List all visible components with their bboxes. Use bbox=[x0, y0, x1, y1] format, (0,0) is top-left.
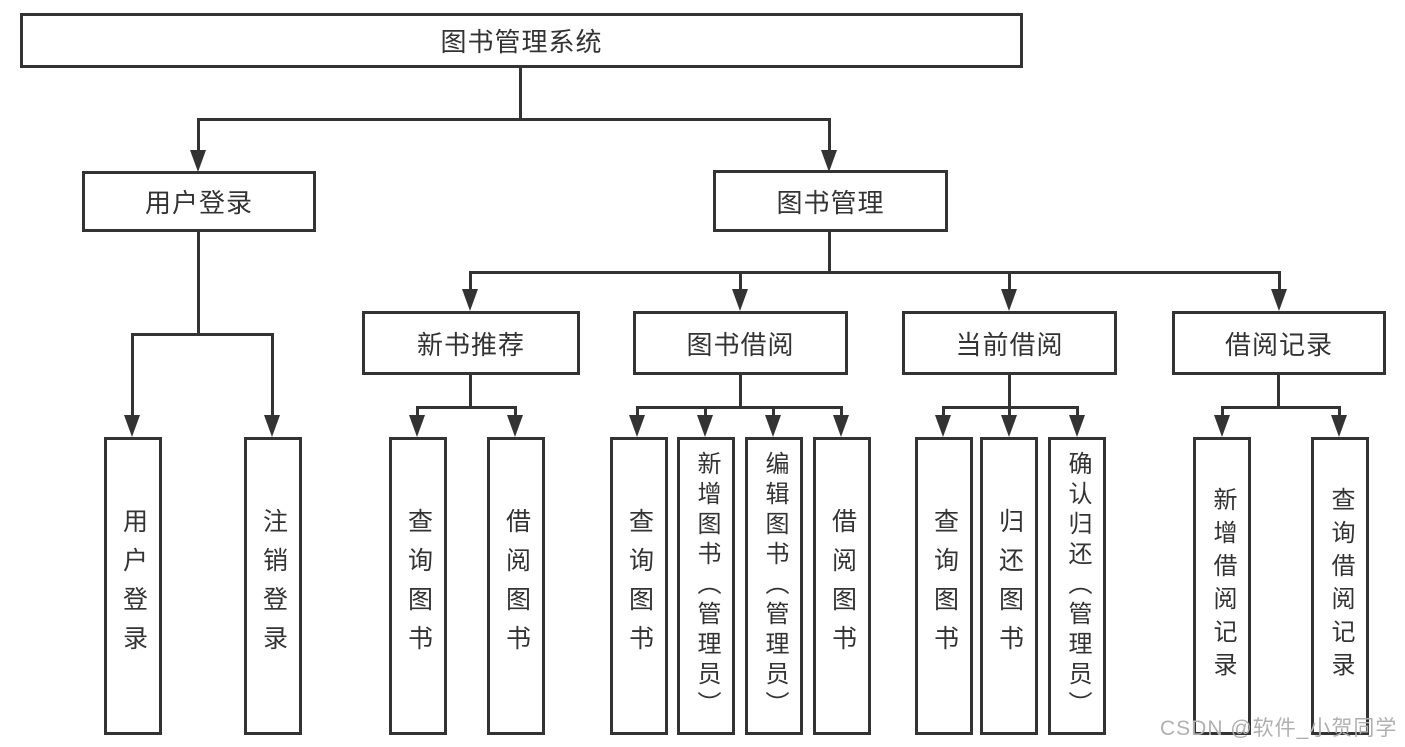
arrow-down-icon bbox=[697, 415, 713, 437]
connector-line bbox=[1076, 406, 1079, 418]
arrow-down-icon bbox=[765, 415, 781, 437]
leaf-query-books-borrow: 查询图书 bbox=[610, 437, 668, 735]
connector-line bbox=[1338, 406, 1341, 418]
node-root-system: 图书管理系统 bbox=[20, 13, 1023, 68]
connector-line bbox=[1008, 375, 1011, 408]
arrow-down-icon bbox=[1001, 289, 1017, 311]
node-label: 图书借阅 bbox=[686, 329, 795, 360]
connector-line bbox=[1008, 271, 1011, 293]
connector-line bbox=[469, 271, 472, 293]
connector-line bbox=[197, 232, 200, 335]
arrow-down-icon bbox=[1331, 415, 1347, 437]
node-current-borrow: 当前借阅 bbox=[902, 311, 1117, 375]
leaf-label: 查询图书 bbox=[930, 508, 959, 664]
node-book-borrow: 图书借阅 bbox=[633, 311, 848, 375]
leaf-label: 注销登录 bbox=[259, 508, 288, 664]
connector-line bbox=[416, 406, 419, 418]
leaf-add-borrow-record: 新增借阅记录 bbox=[1193, 437, 1251, 735]
connector-line bbox=[739, 271, 742, 293]
arrow-down-icon bbox=[732, 289, 748, 311]
leaf-query-books-current: 查询图书 bbox=[915, 437, 973, 735]
connector-line bbox=[519, 68, 522, 120]
connector-line bbox=[636, 406, 639, 418]
connector-line bbox=[1221, 406, 1224, 418]
connector-line bbox=[1221, 406, 1341, 409]
connector-line bbox=[197, 118, 831, 121]
connector-line bbox=[739, 375, 742, 408]
leaf-query-borrow-record: 查询借阅记录 bbox=[1311, 437, 1369, 735]
connector-line bbox=[131, 333, 134, 417]
leaf-label: 新增借阅记录 bbox=[1209, 487, 1236, 685]
connector-line bbox=[840, 406, 843, 418]
connector-line bbox=[1008, 406, 1011, 418]
arrow-down-icon bbox=[462, 289, 478, 311]
csdn-watermark: CSDN @软件_小贺同学 bbox=[1160, 717, 1398, 740]
connector-line bbox=[469, 271, 1281, 274]
connector-line bbox=[942, 406, 945, 418]
connector-line bbox=[828, 118, 831, 156]
arrow-down-icon bbox=[264, 415, 280, 437]
connector-line bbox=[1278, 271, 1281, 293]
leaf-add-books-admin: 新增图书（管理员） bbox=[677, 437, 735, 735]
leaf-user-login: 用户登录 bbox=[104, 437, 162, 735]
arrow-down-icon bbox=[124, 415, 140, 437]
arrow-down-icon bbox=[1069, 415, 1085, 437]
arrow-down-icon bbox=[1214, 415, 1230, 437]
connector-line bbox=[416, 406, 517, 409]
connector-line bbox=[469, 375, 472, 408]
arrow-down-icon bbox=[821, 150, 837, 172]
node-new-book-recommend: 新书推荐 bbox=[362, 311, 580, 375]
leaf-logout: 注销登录 bbox=[244, 437, 302, 735]
node-book-management: 图书管理 bbox=[713, 170, 948, 232]
connector-line bbox=[197, 118, 200, 156]
leaf-label: 归还图书 bbox=[995, 508, 1024, 664]
leaf-label: 查询借阅记录 bbox=[1327, 487, 1354, 685]
connector-line bbox=[772, 406, 775, 418]
connector-line bbox=[636, 406, 843, 409]
connector-line bbox=[704, 406, 707, 418]
node-root-label: 图书管理系统 bbox=[440, 27, 603, 57]
node-label: 新书推荐 bbox=[416, 329, 525, 360]
connector-line bbox=[271, 333, 274, 417]
leaf-label: 借阅图书 bbox=[828, 508, 857, 664]
leaf-label: 查询图书 bbox=[404, 508, 433, 664]
arrow-down-icon bbox=[629, 415, 645, 437]
node-borrow-record: 借阅记录 bbox=[1172, 311, 1386, 375]
leaf-edit-books-admin: 编辑图书（管理员） bbox=[745, 437, 803, 735]
arrow-down-icon bbox=[507, 415, 523, 437]
leaf-return-books: 归还图书 bbox=[980, 437, 1038, 735]
leaf-label: 查询图书 bbox=[625, 508, 654, 664]
leaf-query-books-recommend: 查询图书 bbox=[389, 437, 447, 735]
leaf-label: 用户登录 bbox=[119, 508, 148, 664]
node-label: 图书管理 bbox=[776, 187, 885, 218]
leaf-label: 确认归还（管理员） bbox=[1064, 451, 1091, 721]
leaf-borrow-books: 借阅图书 bbox=[813, 437, 871, 735]
connector-line bbox=[1277, 375, 1280, 408]
arrow-down-icon bbox=[1271, 289, 1287, 311]
connector-line bbox=[828, 232, 831, 274]
leaf-borrow-books-recommend: 借阅图书 bbox=[487, 437, 545, 735]
arrow-down-icon bbox=[409, 415, 425, 437]
leaf-label: 借阅图书 bbox=[502, 508, 531, 664]
arrow-down-icon bbox=[935, 415, 951, 437]
arrow-down-icon bbox=[190, 150, 206, 172]
node-label: 用户登录 bbox=[144, 188, 253, 218]
leaf-label: 编辑图书（管理员） bbox=[761, 451, 788, 721]
connector-line bbox=[131, 333, 274, 336]
connector-line bbox=[514, 406, 517, 418]
leaf-label: 新增图书（管理员） bbox=[693, 451, 720, 721]
arrow-down-icon bbox=[1001, 415, 1017, 437]
node-user-login: 用户登录 bbox=[82, 171, 316, 232]
arrow-down-icon bbox=[833, 415, 849, 437]
node-label: 借阅记录 bbox=[1224, 329, 1333, 360]
leaf-confirm-return-admin: 确认归还（管理员） bbox=[1048, 437, 1106, 735]
node-label: 当前借阅 bbox=[955, 329, 1064, 360]
